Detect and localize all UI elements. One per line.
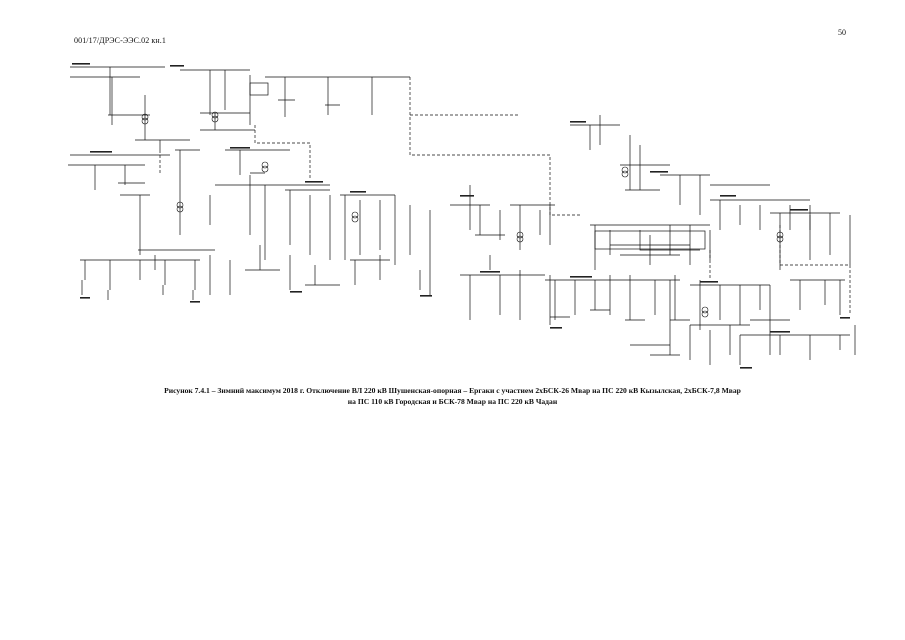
figure-caption: Рисунок 7.4.1 – Зимний максимум 2018 г. … [60,385,845,407]
power-grid-schematic [68,63,856,369]
figure-caption-line-1: Рисунок 7.4.1 – Зимний максимум 2018 г. … [164,386,741,395]
page-number: 50 [838,28,846,37]
document-code: 001/17/ДРЭС-ЭЭС.02 кн.1 [74,36,166,45]
figure-caption-line-2: на ПС 110 кВ Городская и БСК-78 Мвар на … [347,397,558,406]
